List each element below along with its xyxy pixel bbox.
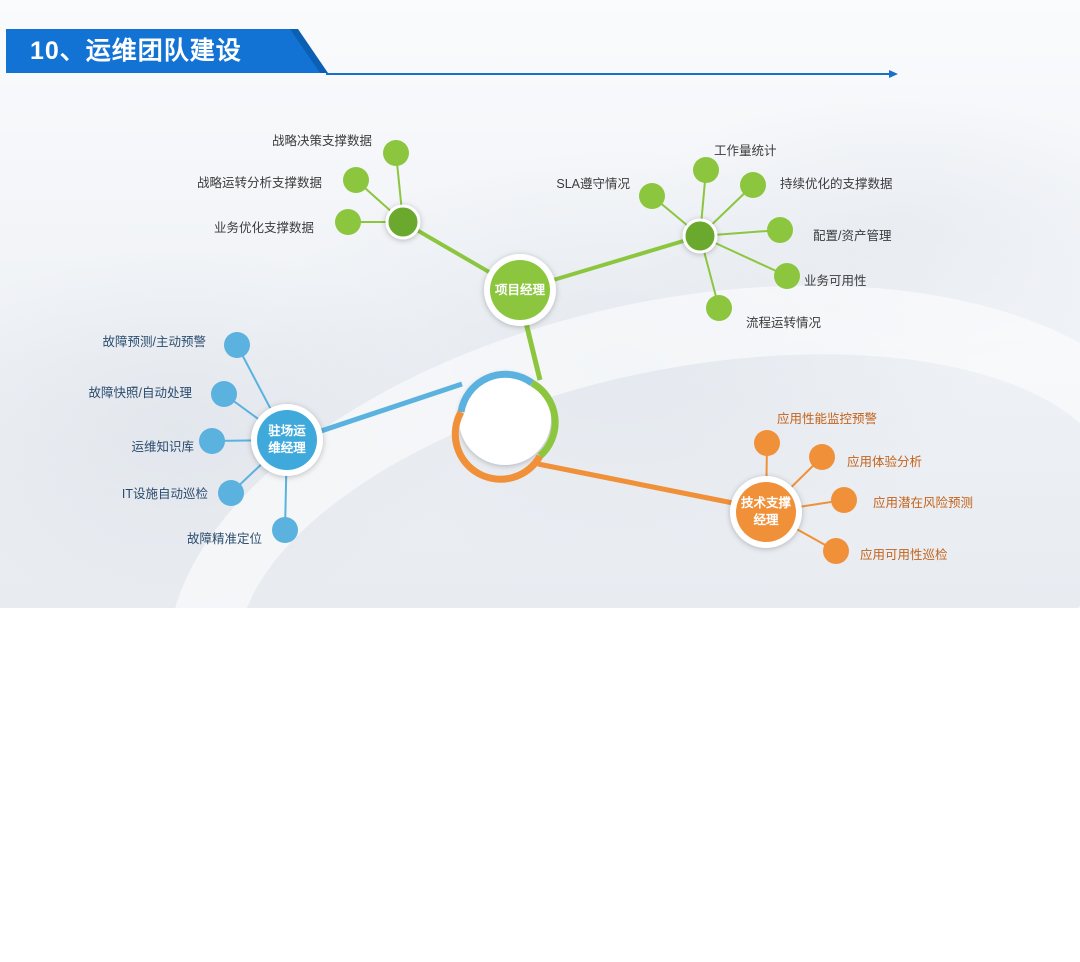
project-item-label: 战略决策支撑数据: [271, 134, 372, 148]
onsite-leaf-nodes: [199, 332, 298, 543]
project-item-label: 持续优化的支撑数据: [780, 177, 893, 191]
onsite-item-label: IT设施自动巡检: [121, 487, 208, 501]
mind-map-diagram: [199, 140, 857, 564]
tech-manager-hub: [730, 476, 802, 548]
onsite-item-label: 故障预测/主动预警: [102, 335, 206, 349]
connector-onsite: [317, 381, 463, 435]
tech-item-label: 应用潜在风险预测: [873, 496, 974, 510]
onsite-item-label: 运维知识库: [131, 440, 194, 454]
project-left-subhub: [385, 204, 421, 240]
onsite-manager-label: 驻场运 维经理: [268, 424, 306, 455]
title-arrow-icon: [889, 70, 898, 78]
project-item-label: 工作量统计: [714, 144, 777, 158]
tech-leaf-nodes: [754, 430, 857, 564]
tech-item-label: 应用体验分析: [847, 455, 923, 469]
onsite-item-label: 故障快照/自动处理: [88, 386, 192, 400]
project-leaf-nodes: [335, 140, 800, 321]
tech-manager-label: 技术支撑 经理: [740, 496, 791, 527]
onsite-item-label: 故障精准定位: [186, 532, 262, 546]
project-item-label: SLA遵守情况: [556, 177, 630, 191]
project-manager-hub: [484, 254, 556, 326]
page-title: 10、运维团队建设: [30, 37, 242, 65]
connector-tech: [537, 461, 739, 507]
project-item-label: 流程运转情况: [746, 316, 822, 330]
project-item-label: 业务优化支撑数据: [213, 221, 314, 235]
center-ring: [451, 370, 559, 483]
project-manager-label: 项目经理: [494, 283, 545, 297]
tech-item-label: 应用性能监控预警: [777, 412, 878, 426]
title-banner: [6, 29, 326, 73]
project-item-label: 配置/资产管理: [813, 229, 892, 243]
project-item-label: 业务可用性: [804, 274, 867, 288]
title-underline: [326, 73, 890, 75]
project-right-subhub: [682, 218, 718, 254]
onsite-manager-hub: [251, 404, 323, 476]
tech-item-label: 应用可用性巡检: [860, 548, 948, 562]
project-item-label: 战略运转分析支撑数据: [196, 176, 322, 190]
